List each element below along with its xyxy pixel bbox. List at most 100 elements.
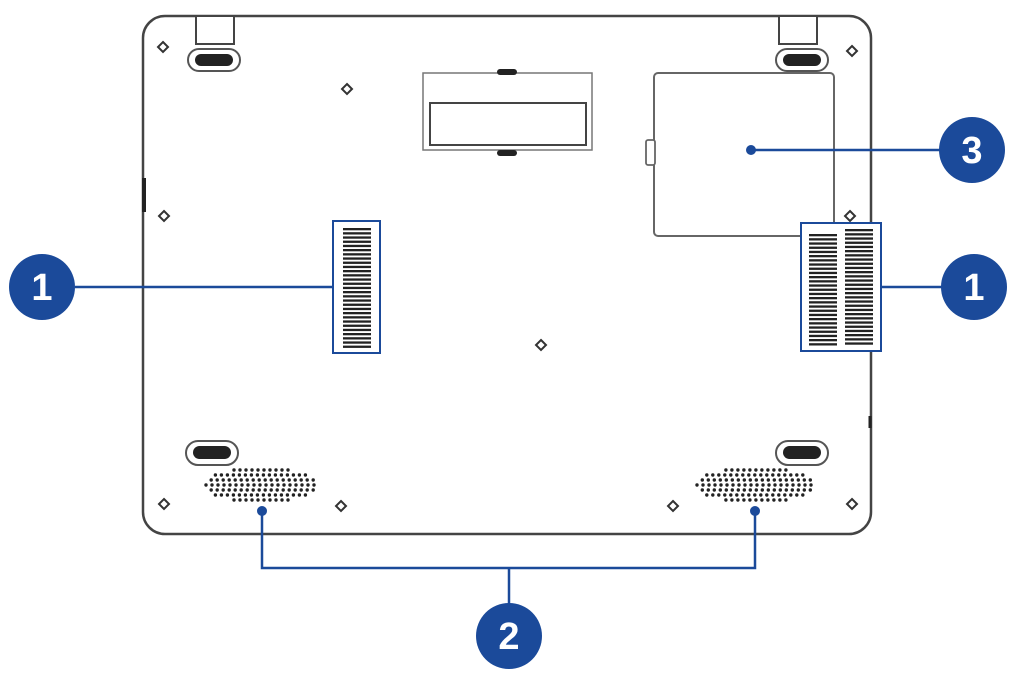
grille-hole [761, 483, 765, 487]
vent-slat [809, 326, 837, 329]
callout-number: 1 [31, 267, 52, 309]
vent-slat [343, 291, 371, 294]
vent-slat [343, 341, 371, 344]
grille-hole [240, 483, 244, 487]
grille-hole [237, 473, 242, 477]
grille-hole [261, 493, 266, 497]
grille-hole [244, 468, 248, 472]
callout-badge [476, 603, 542, 669]
grille-hole [281, 478, 285, 482]
grille-hole [268, 468, 272, 472]
grille-hole [258, 483, 262, 487]
grille-hole [244, 498, 248, 502]
vent-slat [809, 271, 837, 275]
grille-hole [742, 468, 746, 472]
grille-hole [305, 488, 309, 492]
grille-hole [213, 493, 218, 497]
grille-hole [760, 498, 764, 502]
grille-hole [286, 468, 290, 472]
grille-hole [766, 498, 770, 502]
vent-slat [343, 307, 371, 311]
grille-hole [288, 483, 292, 487]
grille-hole [250, 468, 254, 472]
grille-hole [209, 488, 213, 492]
grille-hole [262, 468, 266, 472]
screw-icon [340, 82, 354, 96]
callout-number: 1 [963, 267, 984, 309]
grille-hole [215, 488, 219, 492]
grille-hole [772, 468, 776, 472]
grille-hole [238, 468, 242, 472]
grille-hole [760, 478, 764, 482]
grille-hole [795, 493, 799, 497]
vent-slat [809, 259, 837, 262]
grille-hole [736, 488, 740, 492]
vent-slat [343, 328, 371, 332]
grille-hole [233, 488, 237, 492]
grille-hole [251, 478, 255, 482]
vent-slat [809, 238, 837, 241]
grille-hole [280, 498, 284, 502]
grille-hole [748, 488, 752, 492]
grille-hole [748, 478, 752, 482]
grille-hole [759, 473, 763, 477]
grille-hole [213, 473, 218, 477]
screw-icon [157, 209, 171, 223]
vent-slat [809, 242, 837, 245]
vent-slat [845, 304, 873, 307]
grille-hole [801, 473, 805, 477]
grille-hole [736, 478, 740, 482]
vent-slat [343, 299, 371, 302]
left-air-vent [332, 220, 381, 354]
grille-hole [765, 473, 769, 477]
vent-slat [845, 325, 873, 328]
grille-hole [234, 483, 238, 487]
grille-hole [808, 478, 812, 482]
grille-hole [753, 473, 757, 477]
vent-slat [845, 266, 873, 270]
grille-hole [262, 498, 266, 502]
grille-hole [735, 473, 739, 477]
grille-hole [701, 483, 705, 487]
grille-hole [225, 493, 230, 497]
grille-hole [759, 493, 763, 497]
grille-hole [747, 493, 751, 497]
grille-hole [275, 478, 279, 482]
grille-hole [231, 493, 236, 497]
grille-hole [219, 493, 224, 497]
screw-icon [334, 499, 348, 513]
compartment-tab [645, 139, 656, 166]
grille-hole [778, 468, 782, 472]
grille-hole [754, 498, 758, 502]
grille-hole [286, 498, 290, 502]
vent-slat [845, 241, 873, 244]
grille-hole [706, 478, 710, 482]
grille-hole [279, 473, 284, 477]
screw-icon [845, 44, 859, 58]
callout-badge [9, 254, 75, 320]
vent-slat [343, 240, 371, 243]
vent-slat [845, 313, 873, 316]
grille-hole [255, 493, 260, 497]
vent-slat [343, 312, 371, 315]
battery-latch-top [497, 69, 517, 75]
grille-hole [719, 483, 723, 487]
grille-hole [706, 488, 710, 492]
right-vent-slats [809, 229, 873, 346]
grille-hole [263, 478, 267, 482]
vent-slat [845, 334, 873, 337]
grille-hole [754, 478, 758, 482]
grille-hole [227, 478, 231, 482]
grille-hole [257, 488, 261, 492]
right-air-vent [800, 222, 882, 352]
grille-hole [268, 498, 272, 502]
grille-hole [766, 478, 770, 482]
callout-lines [75, 148, 942, 604]
grille-hole [246, 483, 250, 487]
screws [156, 40, 859, 513]
vent-slat [343, 286, 371, 290]
grille-hole [778, 498, 782, 502]
foot-top-right [775, 48, 829, 72]
grille-hole [742, 498, 746, 502]
vent-slat [809, 267, 837, 270]
